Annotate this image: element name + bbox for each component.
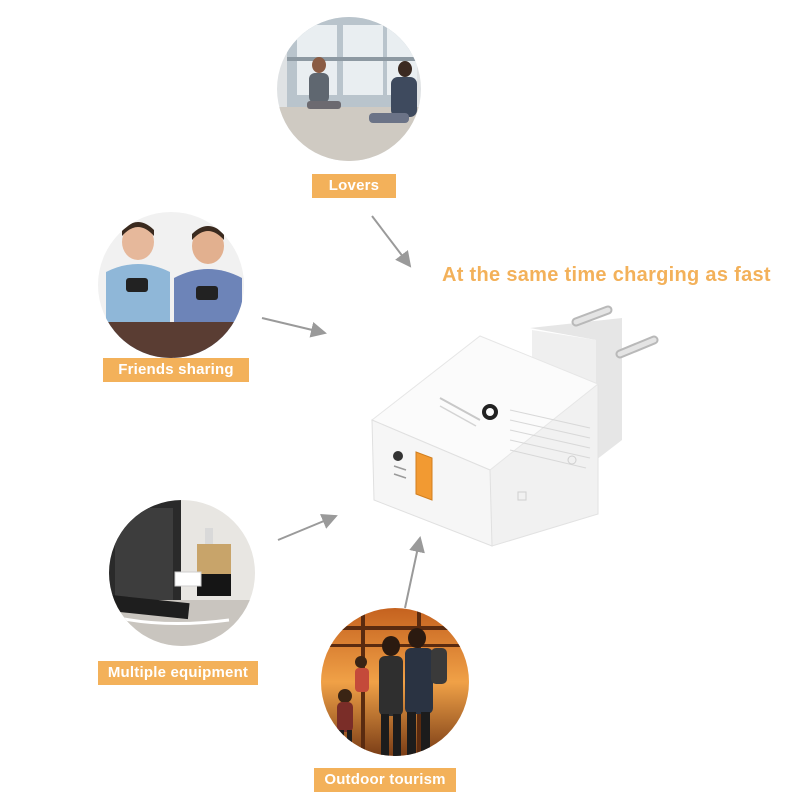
friends-phones-photo <box>98 212 244 358</box>
arrow-tourism <box>404 536 425 609</box>
scene-label-multiple-equipment: Multiple equipment <box>98 661 258 685</box>
arrow-equipment <box>277 513 338 541</box>
arrow-lovers <box>371 215 412 268</box>
scene-label-lovers: Lovers <box>312 174 396 198</box>
scene-label-outdoor-tourism: Outdoor tourism <box>314 768 456 792</box>
usb-port <box>415 451 433 501</box>
scene-label-friends-sharing: Friends sharing <box>103 358 249 382</box>
arrow-friends <box>261 317 327 338</box>
usb-wall-charger-icon <box>371 305 659 547</box>
family-sunset-photo <box>321 608 469 756</box>
headline: At the same time charging as fast <box>442 264 771 286</box>
laptop-charger-photo <box>109 500 255 646</box>
couple-window-photo <box>277 17 421 161</box>
plug-prong-top <box>571 305 613 327</box>
plug-prong-bottom <box>615 335 659 359</box>
